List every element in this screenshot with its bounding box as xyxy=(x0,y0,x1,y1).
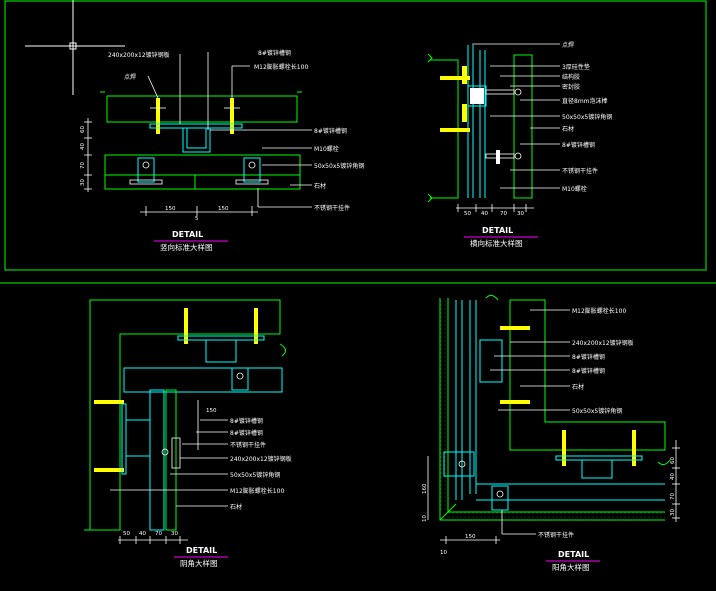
label-hanger: 不锈钢干挂件 xyxy=(314,204,350,212)
svg-text:150: 150 xyxy=(206,408,217,414)
svg-text:点焊: 点焊 xyxy=(562,41,574,49)
svg-text:横向标准大样图: 横向标准大样图 xyxy=(470,238,523,248)
svg-text:M12膨胀螺栓长100: M12膨胀螺栓长100 xyxy=(572,307,626,315)
crosshair-cursor xyxy=(25,0,125,95)
svg-text:60: 60 xyxy=(80,126,86,133)
leaders xyxy=(110,419,228,507)
svg-text:直径8mm泡沫棒: 直径8mm泡沫棒 xyxy=(562,97,608,105)
title-detail: DETAIL xyxy=(172,230,203,239)
expansion-bolt xyxy=(150,98,240,134)
label-angle: 50x50x5镀锌角钢 xyxy=(314,162,364,170)
svg-text:密封胶: 密封胶 xyxy=(562,83,580,91)
leaders xyxy=(490,309,570,535)
svg-text:40: 40 xyxy=(139,531,146,537)
svg-text:70: 70 xyxy=(80,162,86,169)
svg-text:150: 150 xyxy=(465,534,476,540)
dim-left: 60 40 70 30 xyxy=(80,118,92,192)
svg-text:10: 10 xyxy=(440,550,447,556)
svg-text:70: 70 xyxy=(500,211,507,217)
svg-text:石材: 石材 xyxy=(562,125,574,133)
stone-panel xyxy=(513,54,533,199)
svg-text:70: 70 xyxy=(670,493,676,500)
leaders xyxy=(472,43,560,189)
detail-outer-corner: 60 40 70 30 160 10 150 10 M12膨胀螺栓长100 24… xyxy=(422,294,680,572)
steel-plate xyxy=(149,123,243,129)
label-channel: 8#镀锌槽钢 xyxy=(258,49,291,57)
label-channel-2: 8#镀锌槽钢 xyxy=(314,127,347,135)
svg-text:M10螺栓: M10螺栓 xyxy=(562,185,587,193)
svg-text:8#镀锌槽钢: 8#镀锌槽钢 xyxy=(562,141,595,149)
svg-text:240x200x12镀锌钢板: 240x200x12镀锌钢板 xyxy=(572,339,634,347)
svg-text:阳角大样图: 阳角大样图 xyxy=(552,562,590,572)
svg-text:160: 160 xyxy=(422,483,428,494)
svg-text:DETAIL: DETAIL xyxy=(558,550,589,559)
svg-text:8#镀锌槽钢: 8#镀锌槽钢 xyxy=(572,367,605,375)
svg-text:8#镀锌槽钢: 8#镀锌槽钢 xyxy=(230,417,263,425)
svg-text:40: 40 xyxy=(670,473,676,480)
svg-text:50: 50 xyxy=(464,211,471,217)
svg-text:M12膨胀螺栓长100: M12膨胀螺栓长100 xyxy=(230,487,284,495)
label-spot-weld: 点焊 xyxy=(124,73,136,81)
svg-text:DETAIL: DETAIL xyxy=(186,546,217,555)
svg-text:240x200x12镀锌钢板: 240x200x12镀锌钢板 xyxy=(230,455,292,463)
stone-finish xyxy=(104,174,301,190)
top-frame xyxy=(4,0,707,271)
svg-text:5: 5 xyxy=(195,216,199,222)
dim-bottom: 150 150 5 xyxy=(140,206,258,222)
svg-text:不锈钢干挂件: 不锈钢干挂件 xyxy=(230,441,266,449)
svg-text:DETAIL: DETAIL xyxy=(482,226,513,235)
svg-text:150: 150 xyxy=(218,206,229,212)
svg-text:阴角大样图: 阴角大样图 xyxy=(180,558,218,568)
svg-text:10: 10 xyxy=(422,515,428,522)
steel-channel xyxy=(182,128,211,153)
svg-text:8#镀锌槽钢: 8#镀锌槽钢 xyxy=(230,429,263,437)
detail-horizontal: 50 40 70 30 点焊 3厚硅性垫 结构胶 密封胶 直径8mm泡沫棒 50… xyxy=(427,41,612,248)
detail-vertical: 60 40 70 30 150 150 5 xyxy=(80,49,364,252)
steel-angle xyxy=(129,157,269,185)
svg-text:结构胶: 结构胶 xyxy=(562,73,580,81)
leaders xyxy=(147,52,312,208)
concrete-slab xyxy=(106,95,298,123)
svg-text:50x50x5镀锌角钢: 50x50x5镀锌角钢 xyxy=(230,471,280,479)
subtitle: 竖向标准大样图 xyxy=(160,242,213,252)
label-steel-plate: 240x200x12镀锌钢板 xyxy=(108,51,170,59)
svg-text:50x50x5镀锌角钢: 50x50x5镀锌角钢 xyxy=(562,113,612,121)
svg-text:60: 60 xyxy=(670,457,676,464)
svg-text:3厚硅性垫: 3厚硅性垫 xyxy=(562,63,590,71)
svg-text:8#镀锌槽钢: 8#镀锌槽钢 xyxy=(572,353,605,361)
svg-text:50x50x5镀锌角钢: 50x50x5镀锌角钢 xyxy=(572,407,622,415)
label-stone: 石材 xyxy=(314,182,326,190)
detail-inner-corner: 50 40 70 30 150 8#镀锌槽钢 8#镀锌槽钢 不锈钢干挂件 240… xyxy=(84,299,292,568)
svg-text:30: 30 xyxy=(670,509,676,516)
svg-text:石材: 石材 xyxy=(230,503,242,511)
svg-text:40: 40 xyxy=(80,143,86,150)
svg-text:150: 150 xyxy=(165,206,176,212)
label-bolt: M12膨胀螺栓长100 xyxy=(254,63,308,71)
svg-text:50: 50 xyxy=(123,531,130,537)
wall-corner xyxy=(509,299,666,451)
svg-text:70: 70 xyxy=(155,531,162,537)
svg-text:30: 30 xyxy=(80,179,86,186)
svg-text:40: 40 xyxy=(481,211,488,217)
svg-text:30: 30 xyxy=(171,531,178,537)
svg-text:不锈钢干挂件: 不锈钢干挂件 xyxy=(538,531,574,539)
svg-text:30: 30 xyxy=(517,211,524,217)
label-m10-bolt: M10螺栓 xyxy=(314,145,339,153)
svg-text:不锈钢干挂件: 不锈钢干挂件 xyxy=(562,167,598,175)
svg-text:石材: 石材 xyxy=(572,383,584,391)
